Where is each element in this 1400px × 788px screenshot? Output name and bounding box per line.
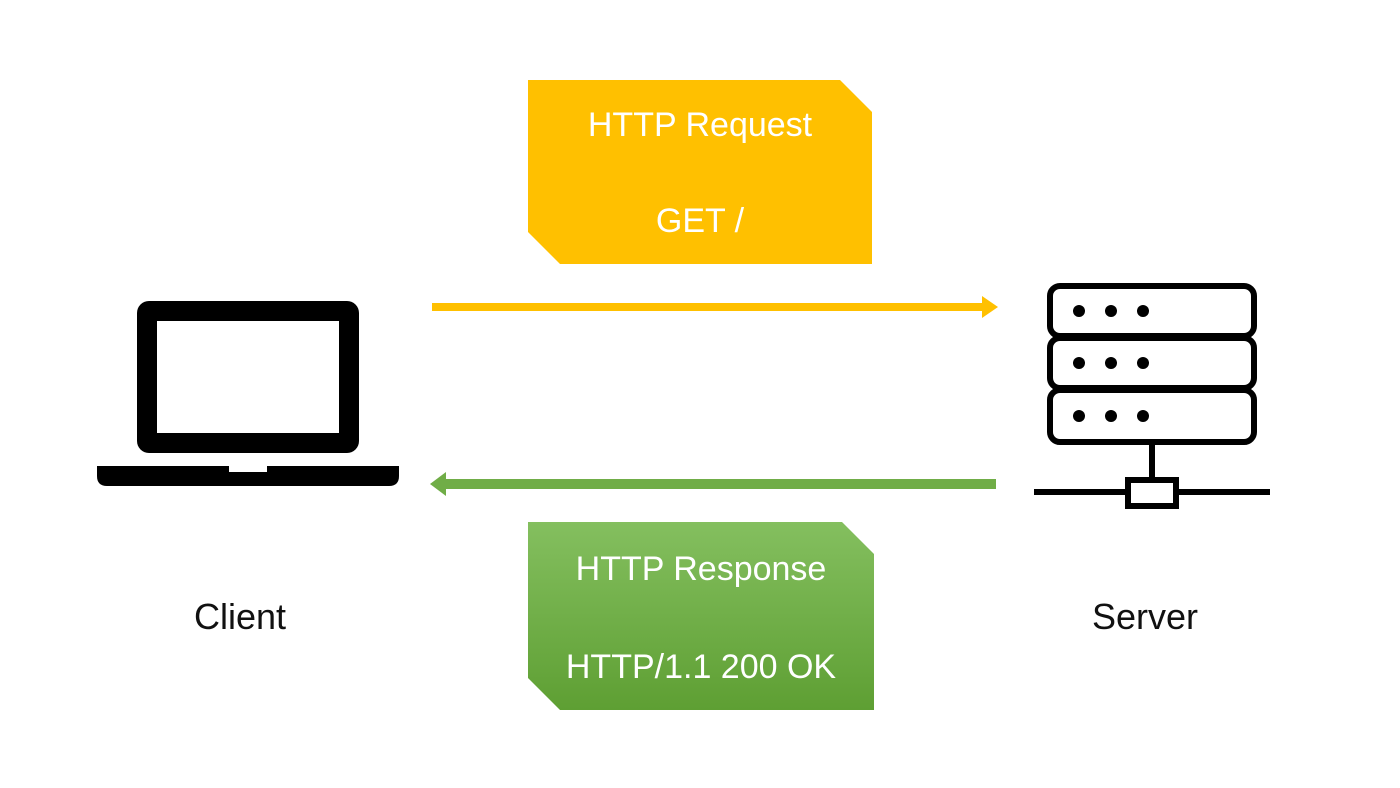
laptop-icon [97, 301, 399, 486]
http-request-card: HTTP Request GET / [528, 80, 872, 264]
server-label: Server [1092, 596, 1199, 637]
server-rack-icon [1034, 283, 1270, 509]
http-response-card: HTTP Response HTTP/1.1 200 OK [528, 522, 874, 710]
request-title: HTTP Request [587, 106, 813, 144]
request-method-path: GET / [655, 202, 745, 240]
response-status-line: HTTP/1.1 200 OK [565, 648, 837, 686]
response-title: HTTP Response [575, 550, 827, 588]
response-arrow [430, 472, 996, 496]
client-label: Client [194, 596, 287, 637]
request-arrow [432, 296, 998, 318]
